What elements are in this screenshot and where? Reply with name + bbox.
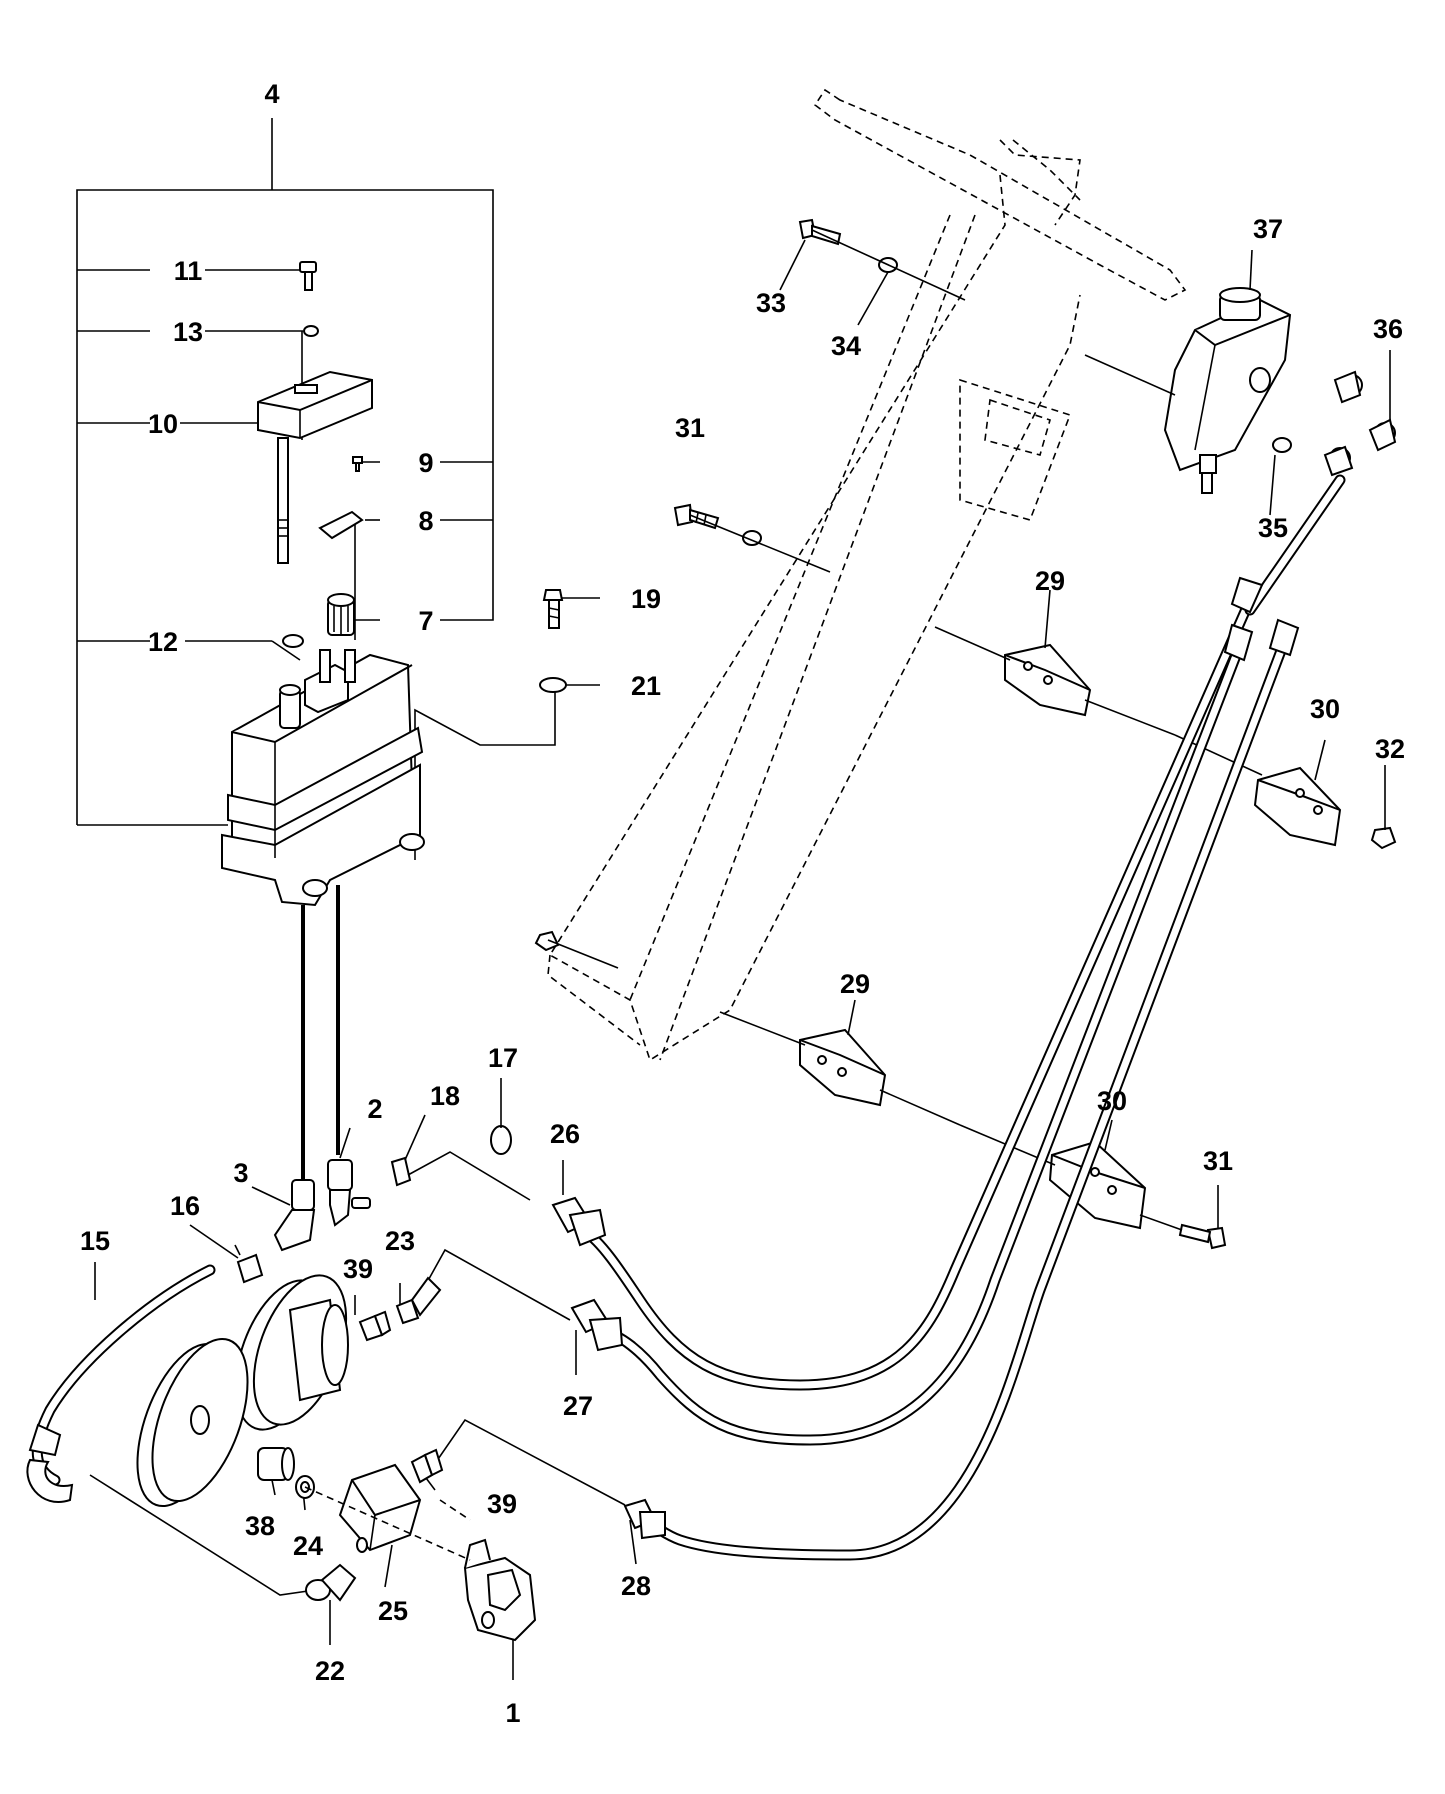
bolt-19 bbox=[542, 589, 564, 629]
clamp-29-upper bbox=[1004, 643, 1092, 717]
tank-lines bbox=[301, 885, 340, 1180]
callout-9: 9 bbox=[418, 448, 433, 478]
callout-1: 1 bbox=[505, 1698, 520, 1728]
hose-15 bbox=[26, 1264, 216, 1503]
fitting-2 bbox=[327, 1159, 371, 1227]
hose-clamp-16 bbox=[234, 1244, 264, 1284]
callout-39-lower: 39 bbox=[487, 1489, 517, 1519]
valve-fittings bbox=[1323, 370, 1397, 477]
fitting-39-upper bbox=[358, 1310, 392, 1342]
callout-30-upper: 30 bbox=[1310, 694, 1340, 724]
clamp-30-upper bbox=[1253, 766, 1342, 847]
callout-13: 13 bbox=[173, 317, 203, 347]
callout-33: 33 bbox=[756, 288, 786, 318]
leader-lines-clamps bbox=[547, 249, 1391, 1231]
callout-11: 11 bbox=[174, 256, 203, 286]
callout-28: 28 bbox=[621, 1571, 651, 1601]
hidden-line bbox=[439, 1499, 471, 1521]
callout-15: 15 bbox=[80, 1226, 110, 1256]
clip-17 bbox=[490, 1125, 512, 1155]
callout-29-lower: 29 bbox=[840, 969, 870, 999]
callout-32: 32 bbox=[1375, 734, 1405, 764]
callout-21: 21 bbox=[631, 671, 661, 701]
callout-34: 34 bbox=[831, 331, 861, 361]
washer-21 bbox=[539, 677, 567, 693]
hydraulic-hoses bbox=[579, 474, 1346, 1561]
coupler-1 bbox=[463, 1538, 537, 1642]
callout-26: 26 bbox=[550, 1119, 580, 1149]
nut-lower-left bbox=[534, 930, 560, 952]
group-bracket-4 bbox=[76, 118, 494, 826]
o-ring-12 bbox=[282, 634, 304, 648]
bolt-33 bbox=[798, 218, 842, 246]
callout-39-upper: 39 bbox=[343, 1254, 373, 1284]
clamp-29-lower bbox=[799, 1028, 887, 1107]
callout-12: 12 bbox=[148, 627, 178, 657]
callout-10: 10 bbox=[148, 409, 178, 439]
leader-33 bbox=[811, 229, 966, 301]
callout-16: 16 bbox=[170, 1191, 200, 1221]
screw-11 bbox=[299, 261, 317, 291]
leader-31-upper bbox=[689, 514, 831, 573]
nut-32 bbox=[1370, 826, 1397, 850]
pump-plate bbox=[136, 1337, 249, 1508]
callout-17: 17 bbox=[488, 1043, 518, 1073]
leader-33b bbox=[779, 239, 806, 291]
handle-column-outline bbox=[547, 88, 1187, 1062]
callout-3: 3 bbox=[233, 1158, 248, 1188]
callout-4: 4 bbox=[264, 79, 279, 109]
fitting-23 bbox=[395, 1276, 442, 1325]
fitting-3 bbox=[273, 1179, 316, 1252]
callout-19: 19 bbox=[631, 584, 661, 614]
control-valve-37 bbox=[1163, 287, 1396, 494]
callout-23: 23 bbox=[385, 1226, 415, 1256]
shaft-centerline bbox=[304, 1486, 471, 1561]
hydraulic-reservoir bbox=[221, 649, 425, 907]
callout-37: 37 bbox=[1253, 214, 1283, 244]
callout-35: 35 bbox=[1258, 513, 1288, 543]
hose-clamp-18 bbox=[390, 1156, 412, 1187]
filler-cap-7 bbox=[327, 593, 355, 636]
pump-body-25 bbox=[338, 1463, 422, 1553]
callout-2: 2 bbox=[367, 1094, 382, 1124]
fitting-22 bbox=[305, 1563, 357, 1602]
callout-31-lower: 31 bbox=[1203, 1146, 1233, 1176]
callout-27: 27 bbox=[563, 1391, 593, 1421]
handle-part-10 bbox=[257, 370, 373, 564]
callout-25: 25 bbox=[378, 1596, 408, 1626]
callout-labels: 4 11 13 10 9 8 7 12 19 21 17 2 18 3 26 1… bbox=[80, 79, 1405, 1728]
callout-38: 38 bbox=[245, 1511, 275, 1541]
gasket-8 bbox=[318, 510, 364, 540]
clamp-30-lower bbox=[1048, 1140, 1147, 1230]
callout-24: 24 bbox=[293, 1531, 323, 1561]
bushing-38 bbox=[257, 1447, 295, 1481]
callout-36: 36 bbox=[1373, 314, 1403, 344]
callout-22: 22 bbox=[315, 1656, 345, 1686]
callout-7: 7 bbox=[418, 606, 433, 636]
callout-18: 18 bbox=[430, 1081, 460, 1111]
leader-lines-left bbox=[180, 269, 600, 860]
callout-29-upper: 29 bbox=[1035, 566, 1065, 596]
leader-34 bbox=[857, 271, 889, 326]
motor-flange bbox=[234, 1274, 349, 1431]
fitting-39-lower bbox=[410, 1448, 444, 1484]
screw-9 bbox=[352, 456, 363, 472]
bolt-31-lower bbox=[1178, 1223, 1227, 1250]
callout-30-lower: 30 bbox=[1097, 1086, 1127, 1116]
washer-13 bbox=[303, 325, 319, 337]
callout-8: 8 bbox=[418, 506, 433, 536]
callout-31-upper: 31 bbox=[675, 413, 705, 443]
hose-end-fittings bbox=[551, 576, 1300, 1540]
